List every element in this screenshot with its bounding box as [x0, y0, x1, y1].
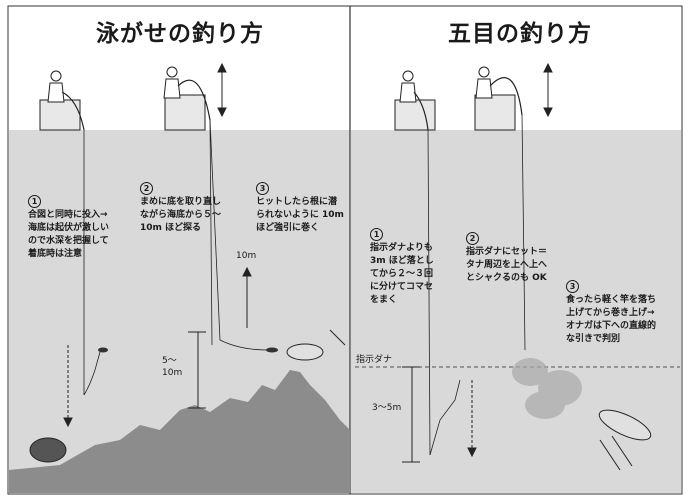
depth-range-right-label: 3～5m [372, 403, 402, 413]
depth-range-label: 5～ 10m [162, 356, 183, 378]
grouper-fish-icon [29, 437, 67, 463]
step-number: 1 [28, 195, 41, 208]
left-title: 泳がせの釣り方 [96, 21, 264, 47]
tana-label: 指示ダナ [356, 355, 393, 365]
step-text: 合図と同時に投入→ 海底は起伏が激しい ので水深を把握して 着底時は注意 [28, 210, 110, 259]
step-number: 1 [370, 228, 383, 241]
rod [61, 77, 523, 131]
step-text: 指示ダナよりも 3m ほど落とし てから２～３回 に分けてコマセ をまく [370, 243, 434, 305]
step-text: 食ったら軽く竿を落ち 上げてから巻き上げ→ オナガは下への直線的 な引きで判別 [566, 295, 657, 344]
boat-left-2 [164, 94, 206, 131]
right-step-1: 1 指示ダナよりも 3m ほど落とし てから２～３回 に分けてコマセ をまく [370, 228, 460, 307]
step-number: 3 [566, 280, 579, 293]
hooked-fish-right-icon [598, 409, 652, 441]
boat-right-2 [474, 94, 516, 131]
bait-fish-icon [98, 347, 108, 353]
right-step-3: 3 食ったら軽く竿を落ち 上げてから巻き上げ→ オナガは下への直線的 な引きで判… [566, 280, 681, 346]
step-text: まめに底を取り直し ながら海底から５～ 10m ほど探る [140, 197, 222, 233]
reel-up-label: 10m [236, 251, 257, 261]
up-down-arrow-icon [217, 62, 553, 118]
seabed [9, 370, 350, 493]
boat-left-1 [39, 99, 81, 131]
bait-line [83, 351, 101, 396]
boat-right-1 [394, 99, 436, 131]
sink-arrow-right [467, 380, 477, 458]
motion-lines [329, 329, 633, 471]
step-number: 2 [140, 182, 153, 195]
reel-up-arrow [242, 266, 252, 328]
depth-bracket-left [188, 331, 206, 409]
left-step-2: 2 まめに底を取り直し ながら海底から５～ 10m ほど探る [140, 182, 255, 235]
fishing-line [83, 114, 526, 456]
hooked-fish-icon [286, 343, 324, 361]
step-text: ヒットしたら根に潜 られないように 10m ほど強引に巻く [256, 197, 344, 233]
step-text: 指示ダナにセット＝ タナ周辺を上へ上へ とシャクるのも OK [466, 247, 548, 283]
chum-cloud [512, 358, 582, 419]
left-step-1: 1 合図と同時に投入→ 海底は起伏が激しい ので水深を把握して 着底時は注意 [28, 195, 138, 261]
sink-arrow [63, 345, 73, 428]
depth-bracket-right [402, 366, 420, 463]
left-step-3: 3 ヒットしたら根に潜 られないように 10m ほど強引に巻く [256, 182, 348, 235]
step-number: 2 [466, 232, 479, 245]
right-step-2: 2 指示ダナにセット＝ タナ周辺を上へ上へ とシャクるのも OK [466, 232, 576, 285]
angler-icon [47, 66, 493, 103]
right-title: 五目の釣り方 [448, 21, 592, 47]
step-number: 3 [256, 182, 269, 195]
